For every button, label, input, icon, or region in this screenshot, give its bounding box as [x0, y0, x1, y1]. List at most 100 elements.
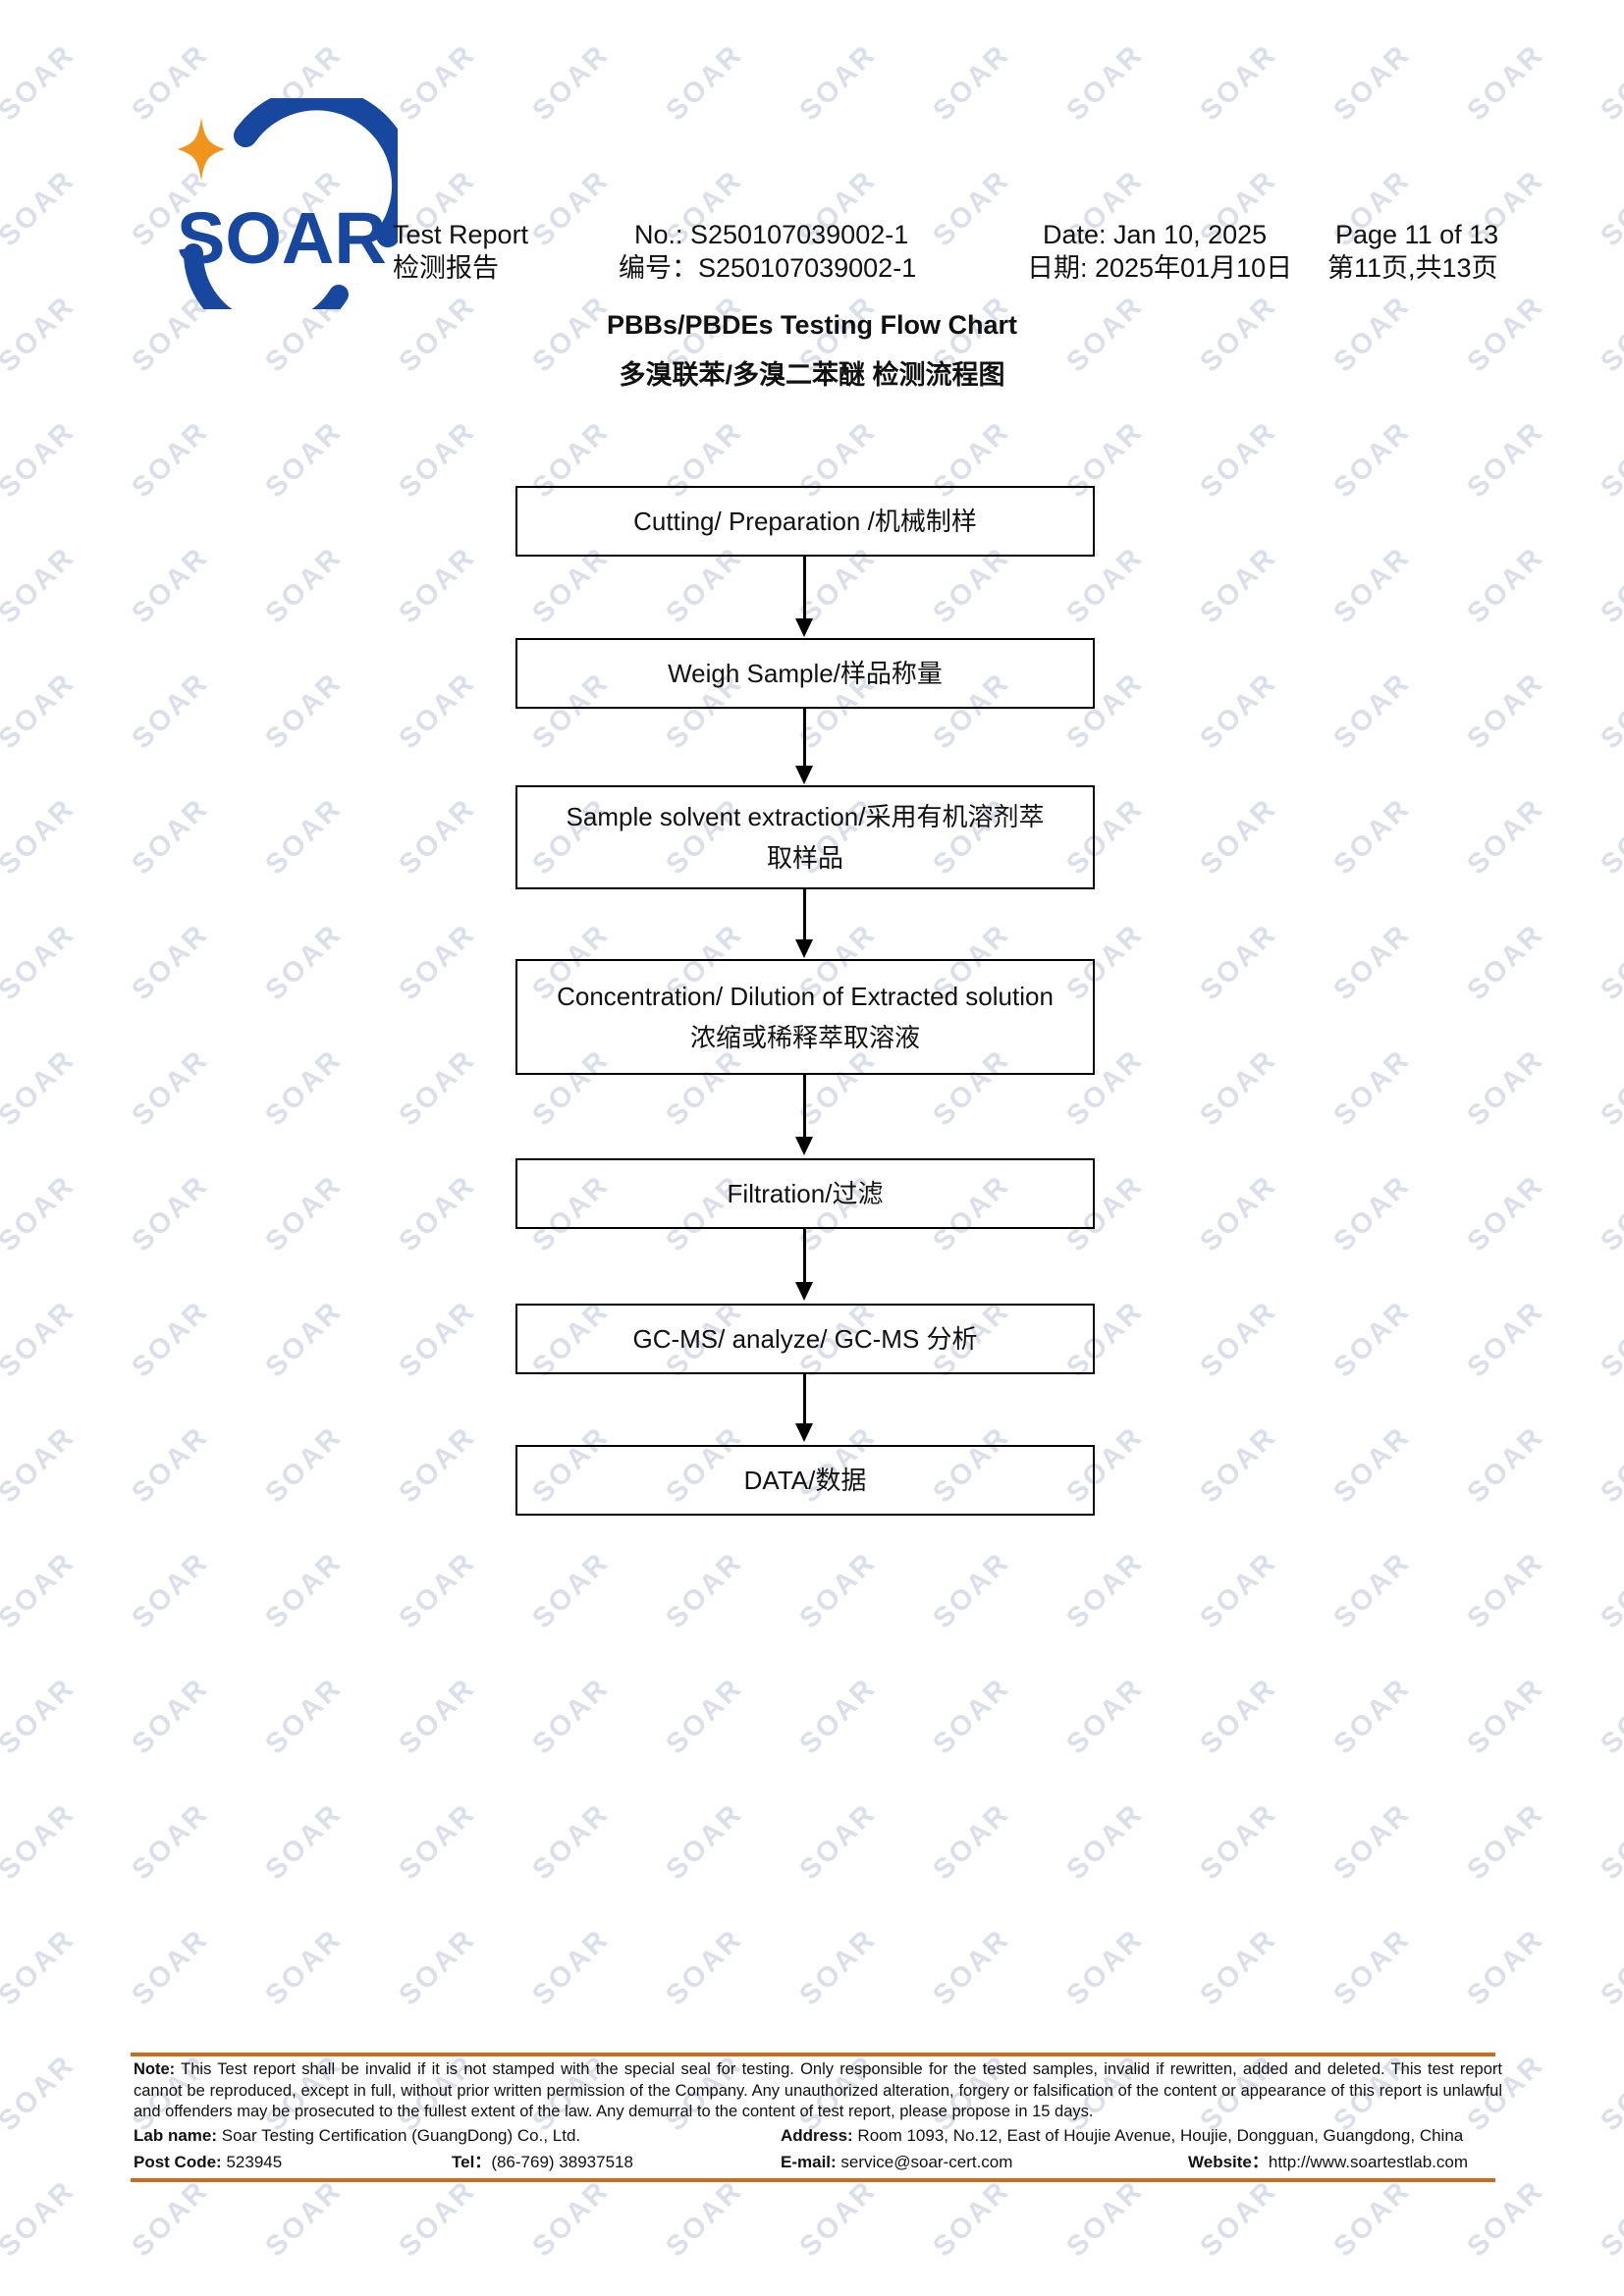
header-page-number: Page 11 of 13 第11页,共13页 [1327, 218, 1498, 285]
flow-step-weigh-sample: Weigh Sample/样品称量 [515, 638, 1095, 709]
watermark-text: SOAR [1461, 37, 1550, 128]
flow-step-gcms-analyze: GC-MS/ analyze/ GC-MS 分析 [515, 1304, 1095, 1374]
watermark-text: SOAR [393, 1294, 482, 1384]
flow-step-label: 浓缩或稀释萃取溶液 [689, 1023, 920, 1052]
watermark-text: SOAR [259, 666, 349, 756]
watermark-text: SOAR [1194, 37, 1283, 128]
footer-note: Note: This Test report shall be invalid … [134, 2059, 1502, 2123]
watermark-text: SOAR [0, 791, 81, 881]
flow-step-label: 取样品 [766, 843, 843, 873]
report-title-zh: 检测报告 [393, 253, 499, 283]
lab-tel: Tel：(86-769) 38937518 [452, 2152, 633, 2173]
address-value: Room 1093, No.12, East of Houjie Avenue,… [852, 2126, 1464, 2145]
watermark-text: SOAR [259, 1294, 349, 1384]
watermark-text: SOAR [927, 37, 1016, 128]
watermark-text: SOAR [393, 540, 482, 630]
watermark-text: SOAR [126, 1922, 215, 2012]
flow-step-label: Concentration/ Dilution of Extracted sol… [557, 982, 1054, 1011]
watermark-text: SOAR [259, 1796, 349, 1887]
watermark-text: SOAR [1327, 1796, 1417, 1887]
watermark-text: SOAR [1194, 1419, 1283, 1510]
watermark-text: SOAR [126, 1294, 215, 1384]
flow-step-label: Weigh Sample/样品称量 [668, 659, 943, 688]
lab-name-label: Lab name: [134, 2126, 218, 2145]
watermark-text: SOAR [1194, 1545, 1283, 1635]
watermark-text: SOAR [1461, 1168, 1550, 1258]
watermark-text: SOAR [1327, 1545, 1417, 1635]
logo-bottom-crescent-icon [184, 243, 349, 309]
watermark-text: SOAR [259, 1168, 349, 1258]
watermark-text: SOAR [0, 1671, 81, 1761]
watermark-text: SOAR [1595, 1168, 1624, 1258]
watermark-text: SOAR [1461, 666, 1550, 756]
watermark-text: SOAR [259, 1922, 349, 2012]
watermark-text: SOAR [126, 540, 215, 630]
flow-step-label: GC-MS/ analyze/ GC-MS 分析 [632, 1324, 978, 1354]
watermark-text: SOAR [1327, 1922, 1417, 2012]
watermark-text: SOAR [1461, 1042, 1550, 1133]
flow-step-label: DATA/数据 [743, 1466, 867, 1495]
watermark-text: SOAR [393, 414, 482, 505]
watermark-text: SOAR [1461, 791, 1550, 881]
watermark-text: SOAR [1060, 1545, 1150, 1635]
watermark-text: SOAR [526, 1671, 616, 1761]
email-value: service@soar-cert.com [836, 2153, 1013, 2171]
logo-top-crescent-icon [234, 98, 398, 247]
report-title-en: Test Report [393, 220, 529, 249]
watermark-text: SOAR [1327, 791, 1417, 881]
flow-arrow-down-icon [795, 1075, 813, 1155]
watermark-text: SOAR [393, 1419, 482, 1510]
flow-step-label: Cutting/ Preparation /机械制样 [633, 507, 977, 536]
watermark-text: SOAR [393, 2173, 482, 2264]
post-code-label: Post Code: [134, 2153, 222, 2171]
watermark-text: SOAR [126, 2173, 215, 2264]
watermark-text: SOAR [393, 1796, 482, 1887]
watermark-text: SOAR [126, 1796, 215, 1887]
watermark-text: SOAR [126, 917, 215, 1007]
watermark-text: SOAR [1327, 1168, 1417, 1258]
watermark-text: SOAR [126, 791, 215, 881]
watermark-text: SOAR [1194, 917, 1283, 1007]
watermark-text: SOAR [0, 1419, 81, 1510]
watermark-text: SOAR [0, 1294, 81, 1384]
watermark-text: SOAR [1327, 2173, 1417, 2264]
website-value: http://www.soartestlab.com [1268, 2153, 1469, 2171]
watermark-text: SOAR [1461, 1294, 1550, 1384]
lab-website: Website：http://www.soartestlab.com [1188, 2152, 1468, 2173]
watermark-text: SOAR [1461, 540, 1550, 630]
lab-address: Address: Room 1093, No.12, East of Houji… [781, 2125, 1463, 2147]
lab-name: Lab name: Soar Testing Certification (Gu… [134, 2125, 580, 2147]
watermark-text: SOAR [1595, 666, 1624, 756]
tel-label: Tel： [452, 2153, 492, 2171]
watermark-text: SOAR [1060, 1796, 1150, 1887]
address-label: Address: [781, 2126, 853, 2145]
watermark-text: SOAR [793, 1796, 883, 1887]
watermark-text: SOAR [1461, 1796, 1550, 1887]
date-zh: 日期: 2025年01月10日 [1027, 253, 1293, 283]
flow-step-cutting-preparation: Cutting/ Preparation /机械制样 [515, 486, 1095, 557]
watermark-text: SOAR [793, 1545, 883, 1635]
watermark-text: SOAR [0, 163, 81, 253]
lab-post-code: Post Code: 523945 [134, 2152, 282, 2173]
watermark-text: SOAR [927, 2173, 1016, 2264]
watermark-text: SOAR [660, 1796, 749, 1887]
watermark-text: SOAR [259, 791, 349, 881]
watermark-text: SOAR [393, 791, 482, 881]
watermark-text: SOAR [927, 1922, 1016, 2012]
watermark-text: SOAR [793, 37, 883, 128]
watermark-text: SOAR [1327, 1671, 1417, 1761]
note-label: Note: [134, 2060, 176, 2078]
watermark-text: SOAR [1060, 1922, 1150, 2012]
watermark-text: SOAR [126, 1042, 215, 1133]
flow-arrow-down-icon [795, 1374, 813, 1442]
page-number-zh: 第11页,共13页 [1327, 253, 1498, 283]
lab-name-value: Soar Testing Certification (GuangDong) C… [217, 2126, 581, 2145]
watermark-text: SOAR [393, 1042, 482, 1133]
watermark-text: SOAR [1194, 2173, 1283, 2264]
watermark-text: SOAR [1194, 791, 1283, 881]
watermark-text: SOAR [1327, 1419, 1417, 1510]
watermark-text: SOAR [526, 1922, 616, 2012]
watermark-text: SOAR [1595, 1796, 1624, 1887]
watermark-text: SOAR [1060, 37, 1150, 128]
watermark-text: SOAR [126, 666, 215, 756]
